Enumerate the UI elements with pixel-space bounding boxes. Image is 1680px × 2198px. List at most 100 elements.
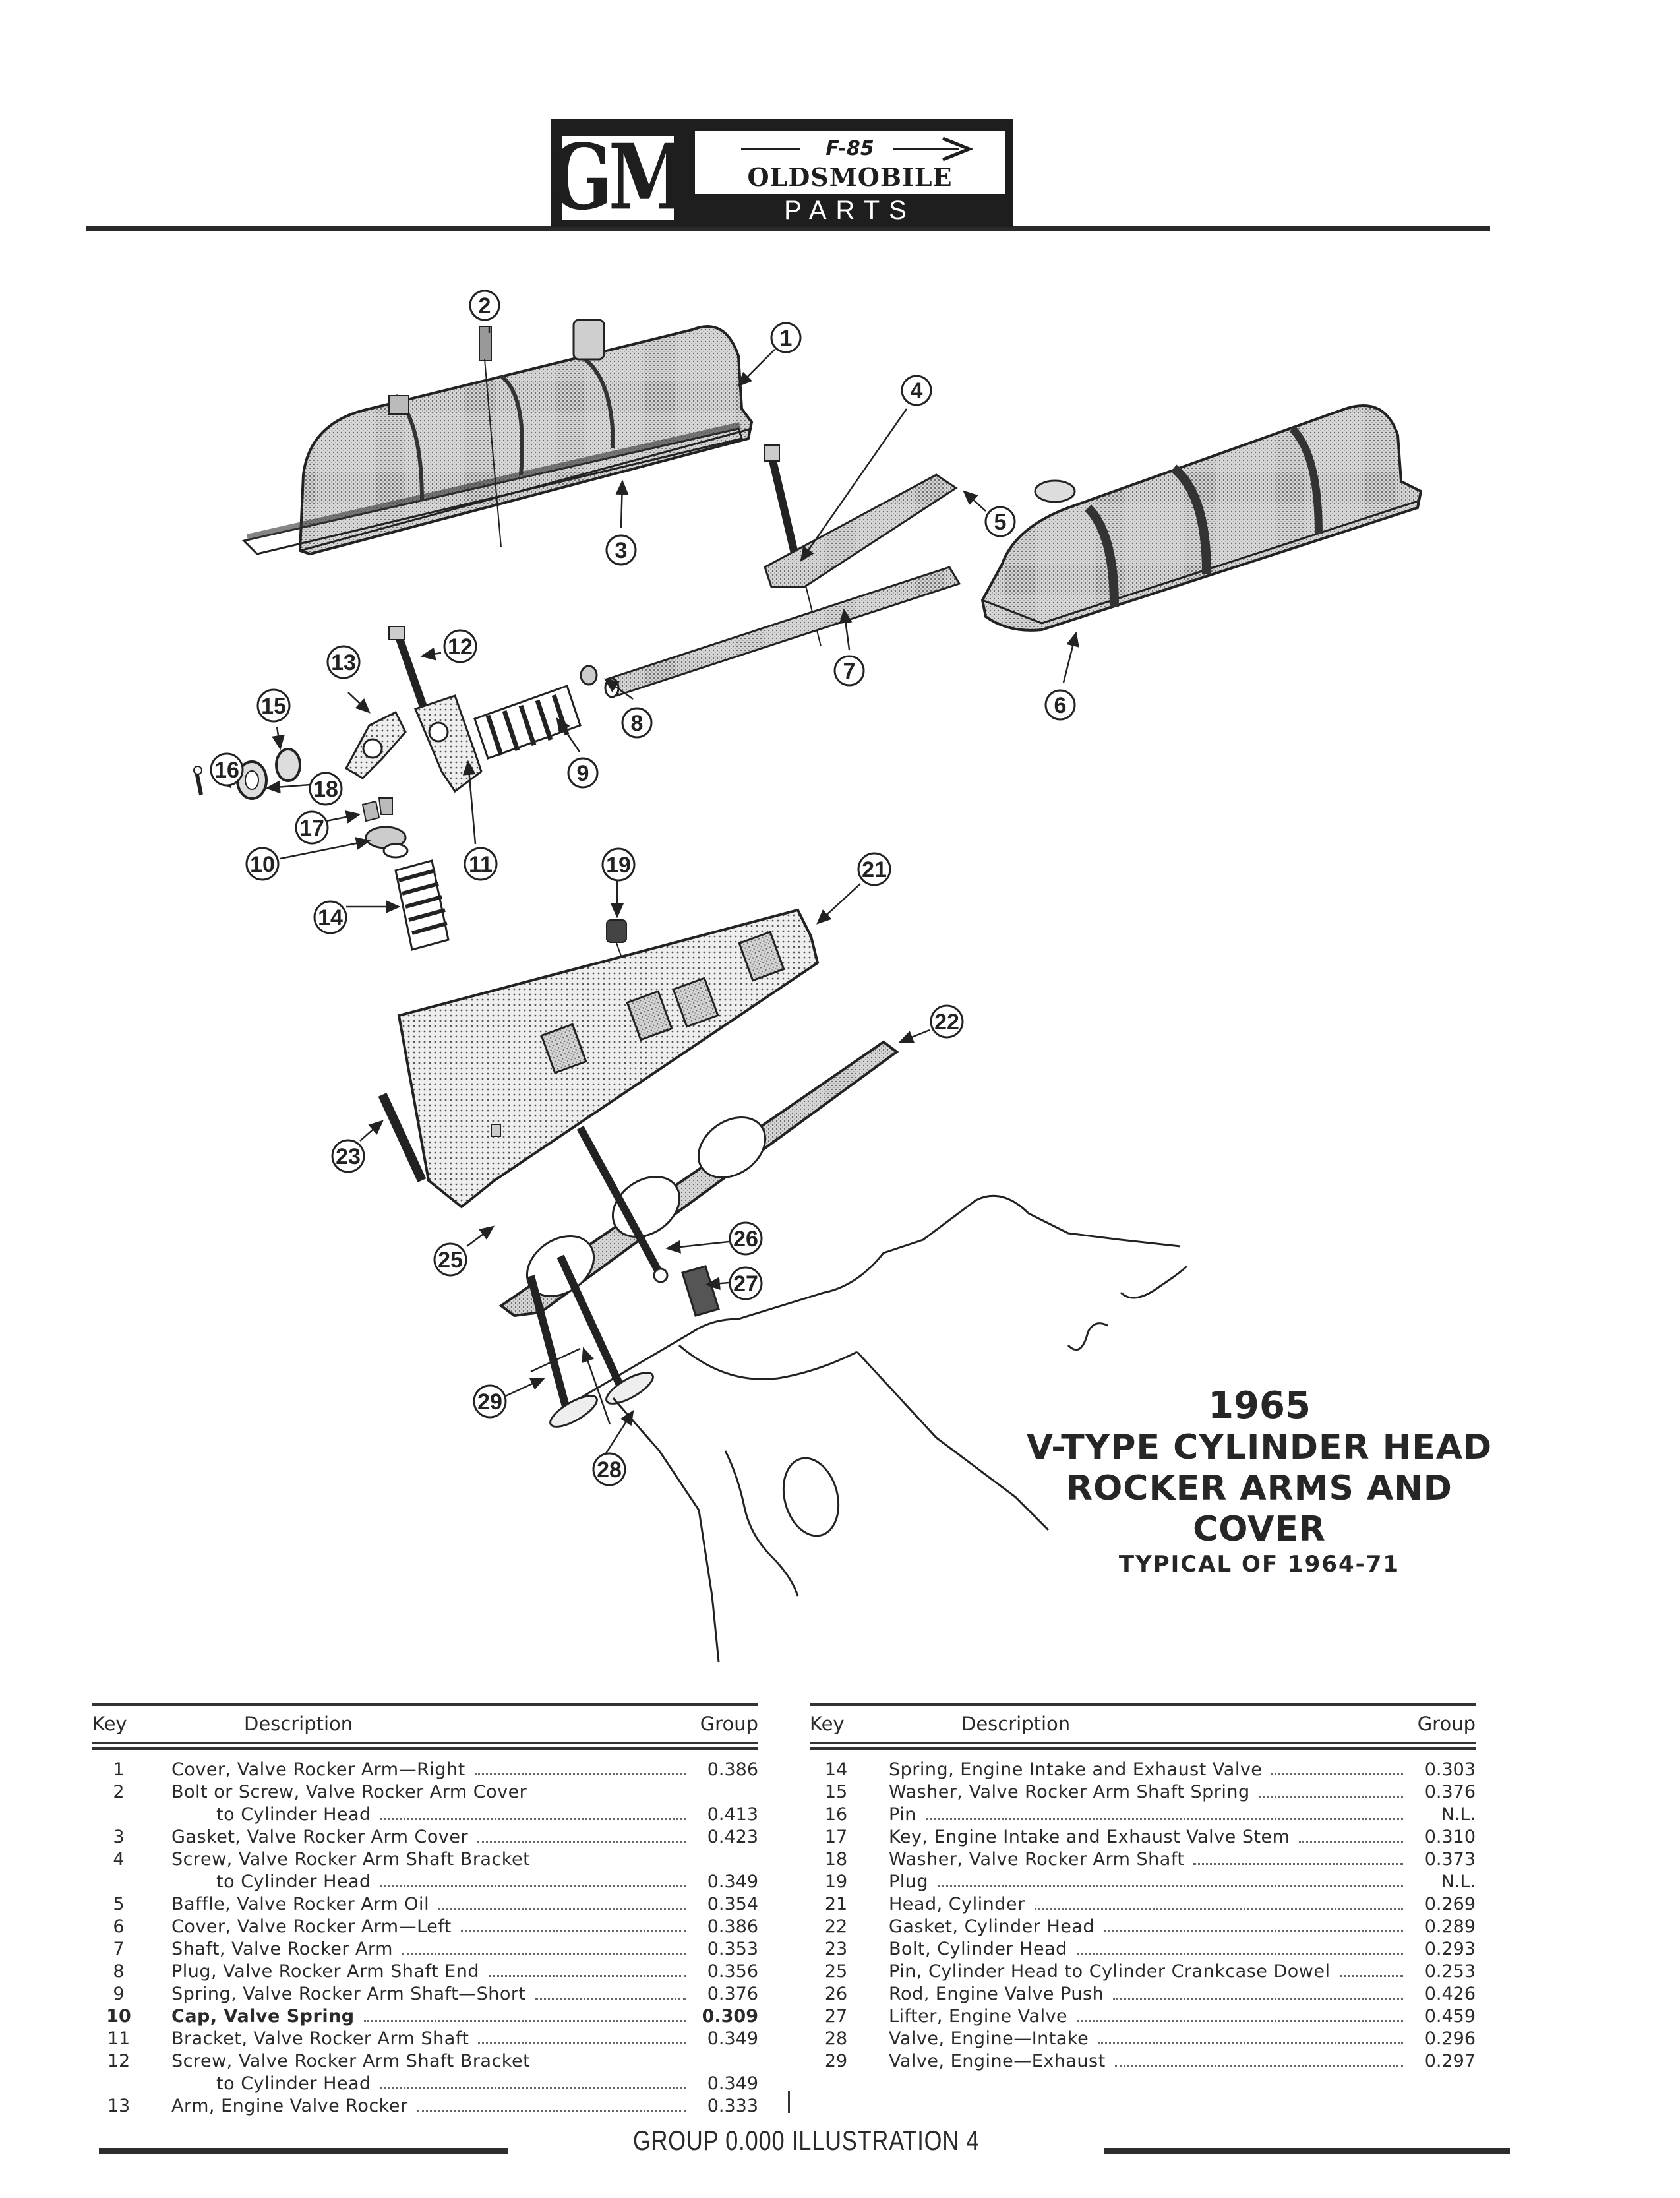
- part-description: Rod, Engine Valve Push: [862, 1983, 1410, 2005]
- part-rocker-arm: [345, 710, 407, 779]
- part-description: Bracket, Valve Rocker Arm Shaft: [145, 2028, 692, 2050]
- svg-text:22: 22: [934, 1010, 959, 1035]
- part-description: Valve, Engine—Exhaust: [862, 2050, 1410, 2073]
- part-rocker-cover-gasket: [242, 422, 743, 555]
- callout-15: 15: [256, 688, 291, 723]
- illustration-title: 1965 V-TYPE CYLINDER HEAD ROCKER ARMS AN…: [1002, 1385, 1516, 1579]
- callout-28: 28: [592, 1452, 626, 1486]
- dot-leader: [1339, 1975, 1403, 1977]
- svg-text:18: 18: [313, 777, 338, 802]
- part-group: 0.253: [1424, 1961, 1476, 1982]
- part-group: N.L.: [1441, 1804, 1476, 1825]
- part-key: 19: [824, 1872, 848, 1892]
- part-key: 4: [113, 1849, 125, 1870]
- svg-text:15: 15: [261, 694, 286, 719]
- part-group: 0.303: [1424, 1759, 1476, 1780]
- part-description: Head, Cylinder: [862, 1893, 1410, 1916]
- dot-leader: [402, 1953, 686, 1955]
- part-shaft-spring-washer: [275, 748, 301, 782]
- part-group: 0.310: [1424, 1827, 1476, 1847]
- dot-leader: [1077, 2020, 1403, 2022]
- part-description: Gasket, Valve Rocker Arm Cover: [145, 1826, 692, 1848]
- part-shaft-end-plug: [580, 665, 598, 686]
- callout-10: 10: [245, 847, 280, 881]
- part-key: 29: [824, 2051, 848, 2071]
- part-key: 18: [824, 1849, 848, 1870]
- part-description-text: Rod, Engine Valve Push: [889, 1984, 1104, 2004]
- part-description-text: Valve, Engine—Exhaust: [889, 2051, 1106, 2071]
- part-key: 16: [824, 1804, 848, 1825]
- part-description-text: Plug, Valve Rocker Arm Shaft End: [171, 1961, 479, 1982]
- part-key: 26: [824, 1984, 848, 2004]
- svg-text:10: 10: [250, 852, 275, 877]
- part-group: 0.293: [1424, 1939, 1476, 1959]
- f85-badge: F-85: [825, 137, 874, 160]
- footer-rule-right: [1104, 2148, 1510, 2154]
- svg-text:2: 2: [479, 293, 491, 319]
- part-head-bolt: [378, 1093, 427, 1182]
- part-key: 25: [824, 1961, 848, 1982]
- part-description: Key, Engine Intake and Exhaust Valve Ste…: [862, 1826, 1410, 1848]
- header-rule: [86, 226, 1490, 231]
- part-group: 0.349: [707, 1872, 758, 1892]
- svg-text:5: 5: [994, 510, 1007, 535]
- dot-leader: [1114, 2065, 1403, 2067]
- table-rule: [810, 1747, 1476, 1750]
- part-key: 8: [113, 1961, 125, 1982]
- part-key: 1: [113, 1759, 125, 1780]
- header-group: Group: [1417, 1713, 1476, 1735]
- svg-text:9: 9: [577, 761, 589, 786]
- part-rocker-baffle: [764, 473, 958, 588]
- header-description: Description: [244, 1713, 353, 1735]
- part-exhaust-valve: [527, 1275, 598, 1428]
- part-group: 0.426: [1424, 1984, 1476, 2004]
- part-key: 23: [824, 1939, 848, 1959]
- svg-text:13: 13: [331, 650, 356, 675]
- dot-leader: [1034, 1908, 1403, 1910]
- part-description: Plug, Valve Rocker Arm Shaft End: [145, 1961, 692, 1983]
- column-divider: [788, 2091, 790, 2113]
- dot-leader: [535, 1998, 686, 2000]
- gm-logo-box: GM: [549, 133, 690, 223]
- part-key: 15: [824, 1782, 848, 1802]
- catalogue-name: PARTS CATALOGUE: [729, 196, 971, 255]
- part-key: 21: [824, 1894, 848, 1914]
- part-group: 0.459: [1424, 2006, 1476, 2027]
- callout-21: 21: [857, 852, 891, 886]
- part-group: 0.423: [707, 1827, 758, 1847]
- part-key: 9: [113, 1984, 125, 2004]
- callout-14: 14: [313, 900, 347, 934]
- footer-rule-left: [99, 2148, 508, 2154]
- part-group: 0.413: [707, 1804, 758, 1825]
- arrow-icon: [942, 137, 973, 162]
- part-pushrod: [576, 1126, 669, 1283]
- part-key: 2: [113, 1782, 125, 1802]
- part-description-text: to Cylinder Head: [216, 1872, 371, 1892]
- header-key: Key: [810, 1713, 845, 1735]
- table-header: Key Description Group: [92, 1706, 758, 1742]
- part-description: Washer, Valve Rocker Arm Shaft Spring: [862, 1781, 1410, 1804]
- part-key: 28: [824, 2029, 848, 2049]
- part-bracket-screw-12: [388, 626, 429, 714]
- part-description: Arm, Engine Valve Rocker: [145, 2095, 692, 2118]
- svg-text:19: 19: [606, 853, 631, 878]
- part-valve-stem-key: [361, 797, 393, 822]
- part-description-text: Key, Engine Intake and Exhaust Valve Ste…: [889, 1827, 1290, 1847]
- part-group: 0.354: [707, 1894, 758, 1914]
- callout-13: 13: [326, 645, 361, 679]
- part-pin: [193, 766, 203, 795]
- callout-4: 4: [901, 375, 932, 406]
- header-description: Description: [961, 1713, 1071, 1735]
